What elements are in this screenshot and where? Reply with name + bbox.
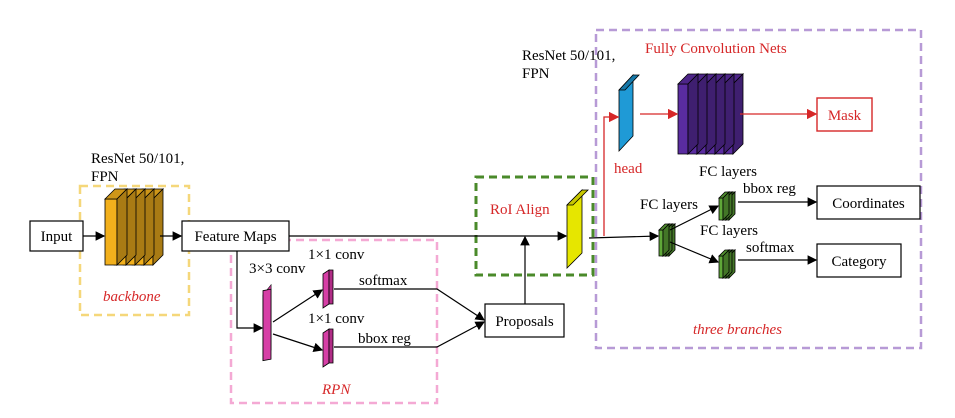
fc-top-block-layer (718, 191, 730, 221)
feature-maps-node: Feature Maps (181, 220, 290, 252)
arrow-rpn-top (272, 289, 324, 323)
conv1x1-bottom-label: 1×1 conv (308, 311, 365, 327)
arrow-roi-fc (588, 231, 660, 242)
coordinates-node: Coordinates (816, 185, 921, 220)
rpn-conv1x1-bottom-block (322, 328, 334, 368)
input-label: Input (41, 229, 73, 245)
rpn-conv1x1-top-block (322, 269, 334, 309)
arrow-roi-head (603, 111, 620, 236)
fc-layers-bottom-label: FC layers (700, 223, 758, 239)
backbone-block-layer (104, 188, 128, 266)
arrow-feature-rpn (236, 251, 264, 333)
resnet-head-line2: FPN (522, 66, 550, 82)
bbox-reg-branch-label: bbox reg (743, 181, 796, 197)
fc-layers-main-label: FC layers (640, 197, 698, 213)
coordinates-label: Coordinates (832, 196, 905, 212)
fcn-label: Fully Convolution Nets (645, 41, 787, 57)
conv1x1-top-label: 1×1 conv (308, 247, 365, 263)
backbone-block-stack (104, 188, 164, 266)
fcn-block-layer (677, 73, 699, 155)
mask-label: Mask (828, 108, 862, 124)
fc-layers-top-label: FC layers (699, 164, 757, 180)
arrow-fc-bottom (669, 241, 720, 264)
arrow-softmax-proposals (334, 288, 486, 321)
mask-node: Mask (816, 97, 873, 132)
arrow-bbox-proposals (334, 321, 486, 348)
proposals-node: Proposals (484, 303, 565, 338)
proposals-label: Proposals (495, 314, 554, 330)
fc-block-top (718, 191, 736, 221)
arrows-red (603, 108, 818, 236)
rpn-conv3x3-block (262, 283, 272, 362)
resnet-head-line1: ResNet 50/101, (522, 48, 615, 64)
category-node: Category (816, 243, 902, 278)
resnet-backbone-line1: ResNet 50/101, (91, 151, 184, 167)
input-node: Input (29, 220, 84, 252)
three-branches-caption: three branches (693, 322, 782, 338)
fcn-block-stack (677, 73, 744, 155)
conv3x3-label: 3×3 conv (249, 261, 306, 277)
arrow-fc-top (669, 205, 720, 231)
resnet-backbone-line2: FPN (91, 169, 119, 185)
feature-maps-label: Feature Maps (194, 229, 276, 245)
backbone-caption: backbone (103, 289, 161, 305)
rpn-caption: RPN (321, 382, 351, 398)
fc-block-bottom (718, 249, 736, 279)
fc-main-block-layer (658, 223, 670, 257)
category-label: Category (832, 254, 887, 270)
softmax-rpn-label: softmax (359, 273, 408, 289)
roi-align-block (566, 189, 589, 269)
arrows-black (83, 197, 818, 352)
fc-block-main (658, 223, 676, 257)
fc-bottom-block-layer (718, 249, 730, 279)
softmax-branch-label: softmax (746, 240, 795, 256)
roi-align-label: RoI Align (490, 202, 550, 218)
arrow-rpn-bottom (272, 333, 324, 352)
roi-align-frame (474, 175, 595, 277)
head-block (618, 73, 640, 153)
bbox-reg-rpn-label: bbox reg (358, 331, 411, 347)
rpn-frame (229, 238, 439, 405)
three-branches-frame (594, 28, 923, 350)
head-label: head (614, 161, 643, 177)
